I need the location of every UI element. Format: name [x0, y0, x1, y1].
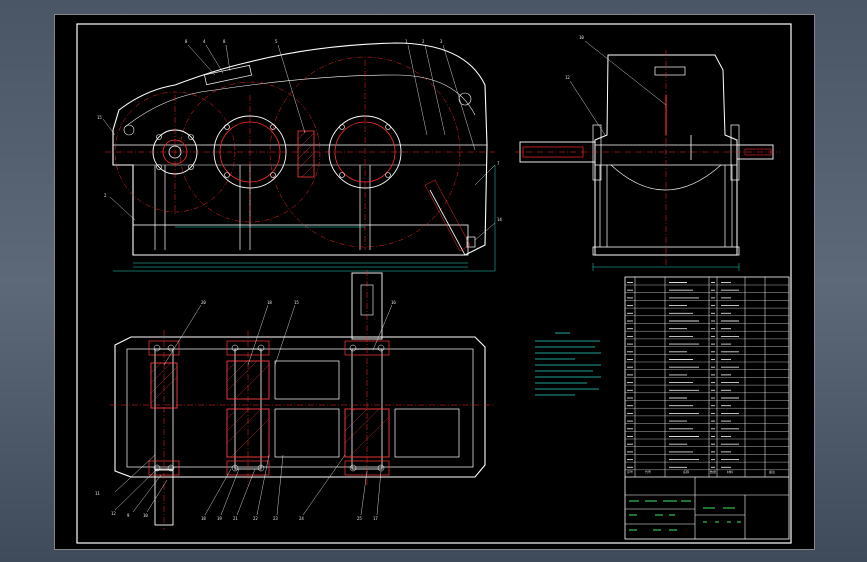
balloon-front-7: 3: [440, 39, 443, 44]
col-header-qty: 数量: [710, 469, 716, 474]
balloon-plan-bot-2: 12: [111, 511, 116, 516]
balloon-front-2: 4: [203, 39, 206, 44]
balloon-plan-bot-7: 21: [233, 516, 238, 521]
pinion-section: [297, 130, 315, 178]
side-vent: [654, 66, 686, 76]
col-header-code: 代号: [645, 469, 651, 474]
front-dimensions: [113, 165, 496, 272]
parts-list: 序号 代号 名称 数量 材料 备注: [624, 276, 790, 540]
inspection-cover: [204, 64, 252, 86]
balloon-plan-top-2: 18: [267, 300, 272, 305]
col-header-material: 材料: [727, 469, 733, 474]
side-view: 10 12: [515, 35, 780, 271]
balloon-front-3: 8: [223, 39, 226, 44]
balloon-plan-top-3: 15: [294, 300, 299, 305]
col-header-name: 名称: [683, 469, 689, 474]
balloon-plan-top-4: 16: [391, 300, 396, 305]
balloon-plan-bot-8: 22: [253, 516, 258, 521]
balloon-front-6: 2: [422, 39, 425, 44]
balloon-front-8: 7: [497, 161, 500, 166]
balloon-side-2: 12: [565, 75, 570, 80]
title-block-text: [629, 500, 741, 531]
col-header-seq: 序号: [627, 469, 633, 474]
balloon-plan-top-1: 20: [201, 300, 206, 305]
plan-housing-outline: [114, 336, 486, 478]
drawing-frame: [76, 23, 792, 544]
technical-notes: [535, 332, 601, 396]
drain-plug: [466, 236, 476, 248]
balloon-front-4: 5: [275, 39, 278, 44]
balloon-front-10: 15: [97, 115, 102, 120]
balloon-front-11: 2: [104, 193, 107, 198]
balloon-side-1: 10: [579, 35, 584, 40]
balloon-plan-bot-4: 10: [143, 513, 148, 518]
balloon-plan-bot-6: 19: [217, 516, 222, 521]
front-view: 8 4 8 5 1 2 3 7 14 15 2: [97, 39, 502, 272]
balloon-plan-bot-11: 25: [357, 516, 362, 521]
cad-drawing: 8 4 8 5 1 2 3 7 14 15 2: [76, 23, 792, 544]
oil-dipstick: [429, 189, 466, 256]
col-header-note: 备注: [769, 469, 775, 474]
balloon-plan-bot-1: 11: [95, 491, 100, 496]
side-base: [592, 246, 740, 256]
balloon-plan-bot-5: 18: [201, 516, 206, 521]
balloon-plan-bot-10: 24: [299, 516, 304, 521]
balloon-front-1: 8: [185, 39, 188, 44]
plan-view: 20 18 15 16 11 12 9 10 18 19 21 22 23 24…: [95, 270, 495, 530]
cover-flange-line: [124, 74, 476, 128]
balloon-front-5: 1: [405, 39, 408, 44]
balloon-plan-bot-9: 23: [273, 516, 278, 521]
drawing-sheet: 8 4 8 5 1 2 3 7 14 15 2: [54, 14, 815, 550]
housing-outline: [112, 42, 488, 256]
balloon-plan-bot-3: 9: [127, 513, 130, 518]
balloon-plan-bot-12: 17: [373, 516, 378, 521]
base: [132, 224, 469, 256]
balloon-front-9: 14: [497, 217, 502, 222]
